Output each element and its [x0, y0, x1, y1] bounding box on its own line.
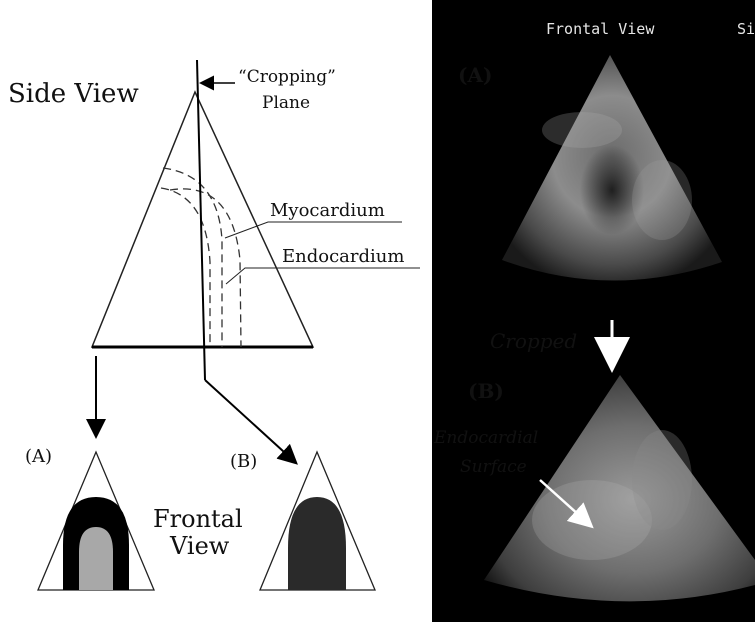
- ultrasound-svg: Frontal View Si (A) Cropped (B) Endocard…: [432, 0, 755, 622]
- frontal-view-line1: Frontal: [153, 505, 243, 533]
- label-a: (A): [25, 446, 52, 467]
- schematic-svg: Side View “Cropping” Plane Myocardium En…: [0, 0, 432, 622]
- header-frontal-view: Frontal View: [546, 20, 655, 38]
- endocardium-cavity-a: [79, 527, 113, 590]
- speckle-a2: [632, 160, 692, 240]
- frontal-view-line2: View: [169, 532, 230, 560]
- endocardial-label-line1: Endocardial: [433, 428, 538, 448]
- label-b: (B): [230, 451, 257, 472]
- endocardium-label: Endocardium: [282, 246, 404, 267]
- speckle-b2: [632, 430, 692, 530]
- header-side-partial: Si: [737, 20, 755, 38]
- ultrasound-panel: Frontal View Si (A) Cropped (B) Endocard…: [432, 0, 755, 622]
- cropping-label-line2: Plane: [262, 93, 310, 113]
- endocardial-surface-b: [288, 497, 346, 590]
- arrow-to-b: [205, 380, 295, 462]
- speckle-a1: [542, 112, 622, 148]
- label-a-ultrasound: (A): [458, 63, 492, 87]
- schematic-panel: Side View “Cropping” Plane Myocardium En…: [0, 0, 432, 622]
- endocardial-label-line2: Surface: [460, 457, 527, 477]
- side-view-title: Side View: [8, 79, 139, 109]
- label-b-ultrasound: (B): [468, 379, 504, 403]
- myocardium-label: Myocardium: [270, 200, 385, 221]
- cropping-label-line1: “Cropping”: [238, 67, 336, 87]
- cropped-label: Cropped: [490, 329, 577, 353]
